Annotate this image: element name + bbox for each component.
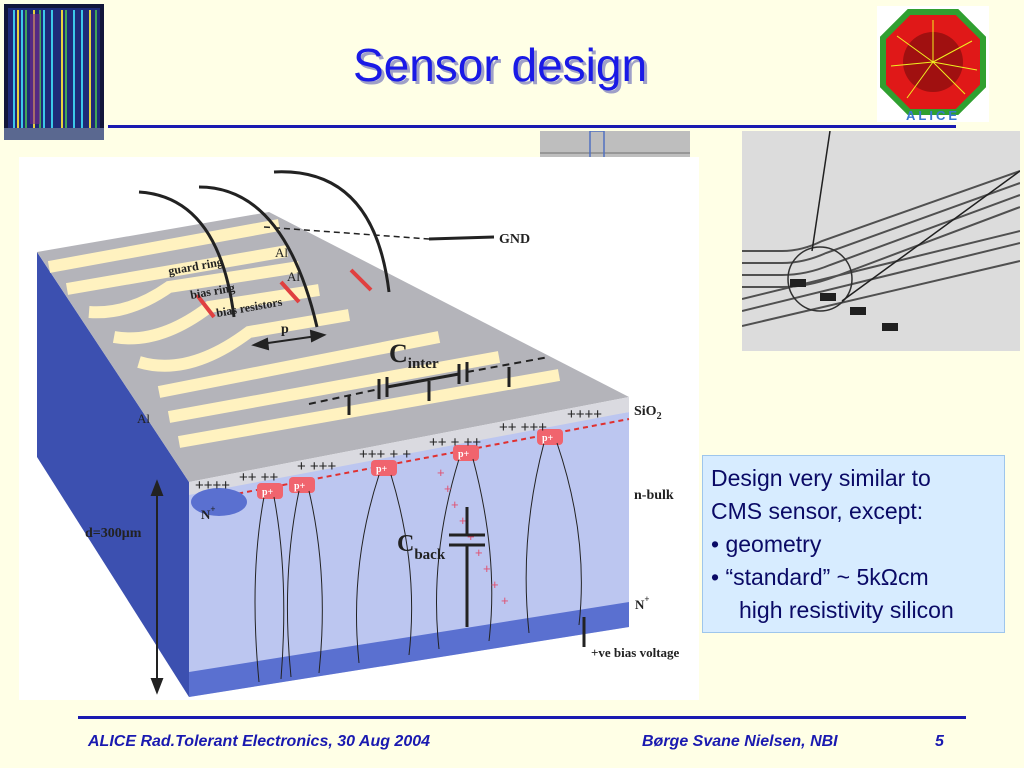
label-al-side: Al — [137, 411, 150, 426]
page-number: 5 — [935, 733, 944, 750]
surface-charges: ++++ ++ ++ + +++ +++ + + ++ + ++ ++ +++ ++++ — [195, 406, 602, 494]
svg-text:+: + — [491, 577, 499, 592]
footer-author: Børge Svane Nielsen, NBI — [642, 733, 838, 750]
sio2-layer — [189, 397, 629, 495]
thickness-arrow — [150, 479, 164, 695]
label-al-top2: Al — [287, 269, 300, 284]
label-n-plus-right: N+ — [635, 594, 650, 612]
svg-text:++++: ++++ — [195, 477, 230, 494]
svg-text:++ ++: ++ ++ — [239, 469, 278, 486]
sensor-diagram: +++ +++ +++ ++++++ +++ +++ +++ + +++ + +… — [19, 157, 699, 700]
aluminium-strips — [47, 219, 561, 448]
svg-text:+: + — [483, 561, 491, 576]
info-bullet-resistivity-cont: high resistivity silicon — [739, 597, 954, 623]
svg-text:++++: ++++ — [567, 406, 602, 423]
n-plus-implant — [191, 488, 247, 516]
svg-text:++ +++: ++ +++ — [499, 419, 547, 436]
sensor-diagram-svg: +++ +++ +++ ++++++ +++ +++ +++ + +++ + +… — [19, 157, 699, 700]
label-nbulk: n-bulk — [634, 488, 674, 503]
label-al-top1: Al — [275, 245, 288, 260]
svg-text:+: + — [501, 593, 509, 608]
label-c-back: Cback — [397, 531, 446, 563]
label-p-plus: p+ — [376, 464, 388, 475]
slide-title: Sensor design — [352, 39, 648, 91]
label-p-plus: p+ — [542, 433, 554, 444]
svg-text:++ + ++: ++ + ++ — [429, 434, 481, 451]
c-inter-symbol — [308, 356, 550, 415]
label-p-plus: p+ — [262, 487, 274, 498]
c-back-symbol — [449, 507, 485, 627]
svg-text:+: + — [437, 465, 445, 480]
sensor-photo-right — [741, 130, 1021, 351]
footer-rule — [78, 716, 966, 719]
bulk-side-face — [37, 252, 189, 697]
p-plus-implants — [257, 429, 563, 499]
alice-logo: ALICE — [877, 6, 989, 123]
title-rule — [108, 125, 956, 128]
info-box: Design very similar to CMS sensor, excep… — [702, 455, 1005, 633]
bias-resistor-marks — [195, 268, 373, 319]
alice-logo-text: ALICE — [906, 108, 960, 122]
label-thickness: d=300μm — [85, 526, 142, 541]
label-c-inter: Cinter — [389, 339, 439, 372]
backplane-n-plus — [189, 602, 629, 697]
label-bias-voltage: +ve bias voltage — [591, 645, 680, 660]
svg-text:+++ + +: +++ + + — [359, 446, 411, 463]
wire-bonds — [138, 170, 391, 328]
label-p-plus: p+ — [294, 481, 306, 492]
info-bullet-geometry: • geometry — [711, 531, 822, 557]
label-n-plus-left: N+ — [201, 504, 216, 522]
label-p-plus: p+ — [458, 449, 470, 460]
svg-text:+: + — [459, 513, 467, 528]
svg-text:+ +++: + +++ — [297, 458, 336, 475]
svg-text:+: + — [451, 497, 459, 512]
pitch-arrow — [251, 329, 327, 351]
svg-text:+: + — [475, 545, 483, 560]
info-bullet-resistivity: • “standard” ~ 5kΩcm — [711, 564, 929, 590]
field-lines — [254, 442, 582, 683]
info-line-2: CMS sensor, except: — [711, 498, 924, 524]
footer-event: ALICE Rad.Tolerant Electronics, 30 Aug 2… — [88, 733, 431, 750]
label-sio2: SiO2 — [634, 404, 662, 422]
chip-layout-image — [4, 4, 104, 140]
label-pitch: p — [281, 322, 289, 337]
info-line-1: Design very similar to — [711, 465, 931, 491]
svg-text:+: + — [444, 481, 452, 496]
label-gnd: GND — [499, 232, 530, 247]
